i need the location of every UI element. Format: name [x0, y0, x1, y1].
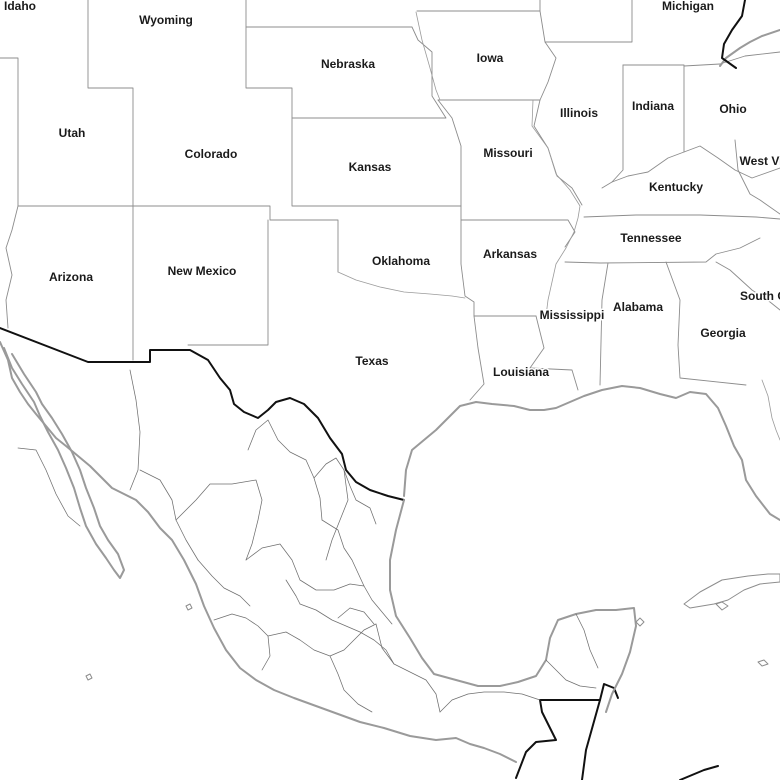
baja-california-peninsula [3, 347, 125, 579]
cuba-island [683, 573, 780, 609]
label-arkansas: Arkansas [483, 247, 537, 261]
state-labels: Idaho Wyoming Nebraska Iowa Michigan Uta… [3, 0, 780, 381]
label-oklahoma: Oklahoma [372, 254, 430, 268]
zacatecas-border [245, 543, 365, 591]
cozumel-island [635, 617, 645, 627]
durango-border [175, 479, 263, 561]
cayman-island [757, 659, 769, 667]
label-arizona: Arizona [49, 270, 93, 284]
label-kansas: Kansas [349, 160, 392, 174]
guerrero-border [329, 655, 373, 713]
mexico-pacific-coast [0, 341, 517, 763]
indiana-boundary [601, 64, 685, 189]
ohio-kentucky-boundary [683, 145, 780, 179]
coahuila-border [247, 419, 323, 521]
islas-marias [185, 603, 193, 611]
missouri-boundary [437, 99, 576, 248]
jalisco-border [213, 613, 271, 671]
label-indiana: Indiana [632, 99, 674, 113]
label-colorado: Colorado [185, 147, 238, 161]
label-texas: Texas [355, 354, 388, 368]
label-wyoming: Wyoming [139, 13, 193, 27]
queretaro-hidalgo-border [299, 603, 395, 665]
honduras-border [679, 765, 719, 780]
florida-atlantic-coast [761, 379, 780, 441]
oklahoma-arkansas-boundary [460, 219, 537, 317]
kentucky-tennessee-boundary [583, 214, 780, 220]
mexico-gulf-coast [389, 499, 637, 713]
gulf-coast [403, 385, 780, 521]
coastline-us [403, 0, 780, 521]
label-alabama: Alabama [613, 300, 663, 314]
us-mexico-border [0, 327, 405, 501]
nuevo-leon-border [313, 457, 377, 525]
sonora-chihuahua-border [129, 369, 141, 491]
texas-louisiana-boundary [469, 315, 485, 401]
wisconsin-illinois-boundary [539, 0, 633, 43]
label-georgia: Georgia [700, 326, 746, 340]
michigan-ohio-boundary [683, 51, 780, 67]
tamaulipas-border [325, 469, 349, 561]
label-ohio: Ohio [719, 102, 746, 116]
mississippi-river-boundary [531, 99, 581, 317]
west-virginia-boundary [734, 139, 780, 215]
coastline-mexico [0, 341, 637, 763]
arizona-west-boundary [5, 205, 19, 329]
aguascalientes-border [285, 579, 301, 605]
isla-juventud [715, 601, 729, 611]
label-utah: Utah [59, 126, 86, 140]
new-mexico-texas-boundary [187, 219, 269, 346]
label-louisiana: Louisiana [493, 365, 549, 379]
us-state-borders [0, 0, 780, 401]
mississippi-alabama-boundary [599, 262, 609, 386]
chiapas-border [439, 691, 541, 713]
alabama-georgia-boundary [665, 261, 747, 386]
guatemala-border [539, 683, 619, 701]
tlaxcala-border [337, 607, 375, 625]
label-missouri: Missouri [483, 146, 532, 160]
georgia-south-carolina-boundary [715, 261, 780, 311]
belize-border [581, 699, 601, 780]
label-michigan: Michigan [662, 0, 714, 13]
label-south-carolina: South C [740, 289, 780, 303]
nebraska-boundary [245, 26, 447, 119]
mexico-state-borders [17, 369, 599, 713]
louisiana-mississippi-boundary [529, 315, 579, 391]
label-new-mexico: New Mexico [168, 264, 237, 278]
yucatan-border [575, 613, 599, 669]
missouri-river-boundary [415, 11, 441, 101]
wyoming-colorado-kansas-boundary [245, 0, 462, 207]
label-mississippi: Mississippi [540, 308, 605, 322]
label-iowa: Iowa [477, 51, 504, 65]
tennessee-south-boundary [564, 237, 761, 264]
colorado-new-mexico-boundary [87, 0, 339, 273]
puebla-oaxaca-border [375, 623, 441, 713]
san-luis-potosi-border [321, 519, 393, 625]
sinaloa-border [139, 469, 199, 561]
campeche-border [545, 659, 597, 689]
illinois-indiana-boundary [611, 64, 624, 183]
baja-border [17, 447, 81, 527]
label-kentucky: Kentucky [649, 180, 703, 194]
label-west-virginia: West Vi [740, 154, 780, 168]
utah-arizona-boundary [0, 57, 134, 361]
label-tennessee: Tennessee [620, 231, 681, 245]
red-river-boundary [337, 271, 466, 299]
label-illinois: Illinois [560, 106, 598, 120]
label-nebraska: Nebraska [321, 57, 375, 71]
country-borders [0, 327, 719, 780]
nayarit-border [197, 559, 251, 607]
guatemala-west-border [515, 699, 557, 779]
caribbean-islands [85, 573, 780, 681]
lake-michigan-border [721, 0, 746, 69]
michoacan-guanajuato-border [267, 623, 377, 657]
label-idaho: Idaho [4, 0, 36, 13]
revillagigedo-island [85, 673, 93, 681]
